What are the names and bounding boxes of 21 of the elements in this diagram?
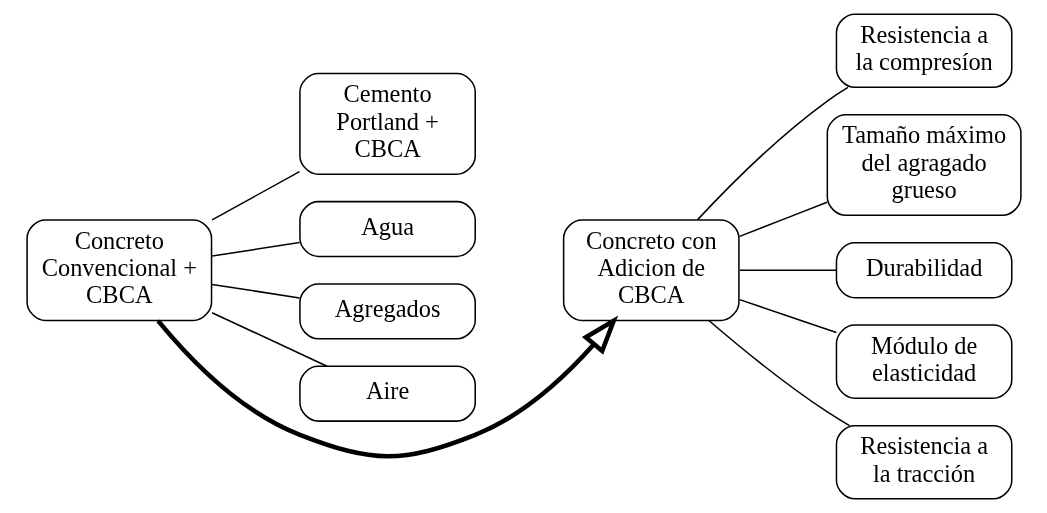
node-box: Agua [298,200,476,258]
connector [210,283,300,299]
node-box: Resistencia a la compresíon [835,13,1012,89]
connector [210,170,300,221]
arrow [155,315,618,459]
node-box: Concreto Convencional + CBCA [25,219,212,322]
connector [210,311,328,367]
node-box: Tamaño máximo del agragado grueso [826,114,1022,217]
connector [738,269,837,271]
node-box: Agregados [298,283,476,340]
connector [738,201,828,238]
connector [707,320,850,427]
node-box: Durabilidad [835,242,1012,299]
connector [210,241,300,257]
node-box: Concreto con Adicion de CBCA [562,219,740,322]
node-box: Módulo de elasticidad [835,324,1012,399]
connector [696,86,849,221]
node-box: Resistencia a la tracción [835,424,1012,500]
node-box: Aire [298,365,476,422]
node-box: Cemento Portland + CBCA [298,72,476,175]
connector [738,298,837,334]
